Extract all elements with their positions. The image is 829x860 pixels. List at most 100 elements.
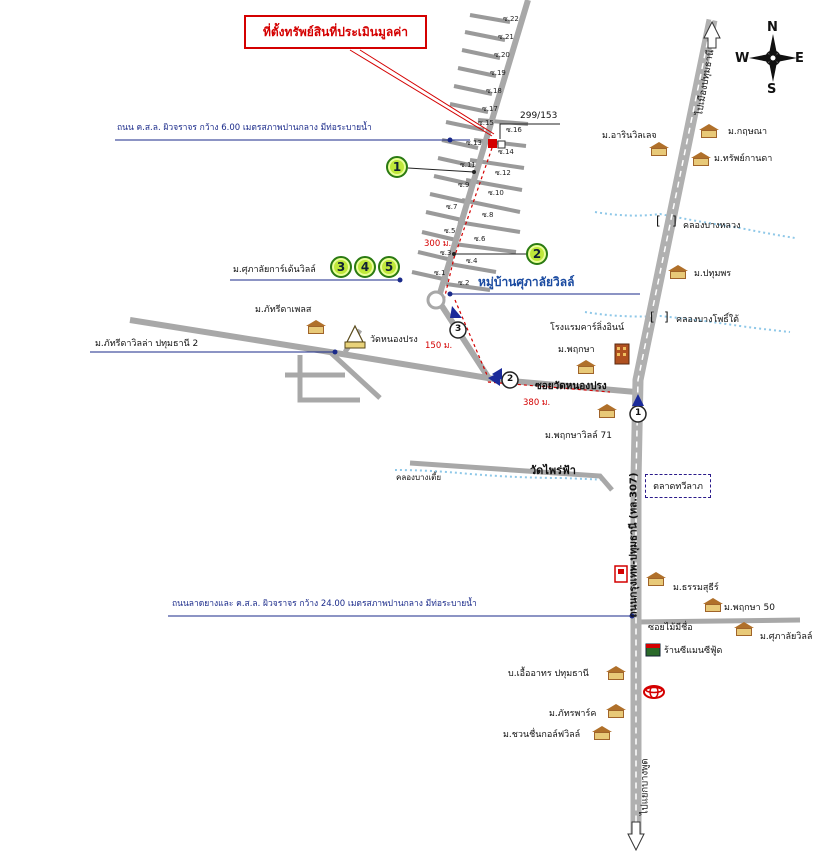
shop-icon (614, 565, 628, 583)
canal-bang-pho-tai-label: คลองบางโพธิ์ใต้ (676, 315, 739, 325)
car-dealer-logo-icon (643, 685, 665, 699)
canal-bang-taey (394, 469, 606, 481)
route-marker-2-label: 2 (507, 374, 514, 384)
distance-150: 150 ม. (425, 341, 453, 351)
soi-label: ซ.20 (494, 51, 510, 59)
marker-5: 5 (378, 256, 400, 278)
soi-label: ซ.18 (486, 87, 502, 95)
bottom-road-label: ถนนลาดยางและ ค.ส.ล. ผิวจราจร กว้าง 24.00… (172, 599, 477, 609)
soi-label: ซ.16 (506, 126, 522, 134)
soi-label: ซ.14 (498, 148, 514, 156)
thammasiri-label: ม.ธรรมสุธีร์ (673, 583, 719, 593)
route-marker-1 (629, 394, 647, 423)
soi-grid (411, 13, 529, 292)
soi-label: ซ.5 (444, 227, 456, 235)
house-icon (667, 265, 689, 279)
house-icon (698, 124, 720, 138)
property-marker (488, 139, 497, 148)
temple-icon (344, 324, 366, 349)
soi-mai-label: ซอยไม้มีชื่อ (648, 623, 693, 633)
pathumporn-label: ม.ปทุมพร (694, 269, 732, 279)
supalai-ville-label: ม.ศุภาลัยวิลล์ (760, 632, 813, 642)
route-marker-1-label: 1 (635, 408, 642, 418)
compass-south: S (767, 82, 777, 97)
canal-bang-pho-tai (584, 311, 791, 333)
house-icon (596, 404, 618, 418)
house-icon (733, 622, 755, 636)
house-icon (645, 572, 667, 586)
soi-label: ซ.4 (466, 257, 478, 265)
bridge-icon: [ (656, 214, 661, 228)
soi-label: ซ.2 (458, 279, 470, 287)
canal-bang-luang (594, 211, 796, 239)
house-icon (575, 360, 597, 374)
chuanchuen-label: ม.ชวนชื่นกอล์ฟวิลล์ (503, 730, 581, 740)
wat-phraipha-label: วัดไพร่ฟ้า (530, 464, 576, 477)
top-road-label: ถนน ค.ส.ล. ผิวจราจร กว้าง 6.00 เมตรสภาพป… (117, 123, 372, 133)
route-dashed (443, 147, 493, 301)
compass-rose-icon (749, 34, 797, 82)
soi-label: ซ.11 (460, 161, 476, 169)
title-pointer (349, 49, 493, 137)
hotel-label: โรงแรมคาร์ลิ่งอินน์ (550, 323, 625, 333)
distance-300: 300 ม. (424, 239, 452, 249)
bridge-icon: ] (664, 310, 669, 324)
soi-label: ซ.9 (458, 181, 470, 189)
pruksa50-label: ม.พฤกษา 50 (724, 603, 775, 613)
pattharee-place-label: ม.ภัทรีดาเพลส (255, 305, 312, 315)
arrow-north-icon (703, 20, 721, 49)
marker-3: 3 (330, 256, 352, 278)
soi-label: ซ.22 (503, 15, 519, 23)
house-icon (702, 598, 724, 612)
house-icon (648, 142, 670, 156)
wat-nongprong-label: วัดหนองปรง (370, 335, 418, 345)
bridge-icon: [ (650, 310, 655, 324)
soi-mai-road (635, 617, 801, 625)
distance-380: 380 ม. (523, 398, 551, 408)
soi-label: ซ.19 (490, 69, 506, 77)
soi-label: ซ.6 (474, 235, 486, 243)
sapkanka-label: ม.ทรัพย์กานดา (714, 154, 773, 164)
property-callout-line (499, 123, 560, 139)
house-icon (591, 726, 613, 740)
market-label: ตลาดทวีลาภ (653, 482, 703, 492)
compass-north: N (767, 20, 778, 35)
soi-label: ซ.12 (495, 169, 511, 177)
marker-2: 2 (526, 243, 548, 265)
soi-label: ซ.13 (466, 139, 482, 147)
market-box: ตลาดทวีลาภ (645, 474, 711, 498)
euaathon-label: บ.เอื้ออาทร ปทุมธานี (508, 669, 589, 679)
to-bangkok-label: ไปแยกบางพูด (639, 758, 651, 816)
soi-label: ซ.21 (498, 33, 514, 41)
pruksa71-label: ม.พฤกษาวิลล์ 71 (545, 431, 613, 441)
canal-bang-luang-label: คลองบางหลวง (683, 221, 741, 231)
roundabout (426, 290, 446, 310)
title-box: ที่ตั้งทรัพย์สินที่ประเมินมูลค่า (244, 15, 427, 49)
main-road-label: ถนนกรุงเทพ-ปทุมธานี (ทล.307) (628, 472, 640, 618)
soi-label: ซ.1 (434, 269, 446, 277)
soi-wat-label: ซอยวัดหนองปรง (535, 381, 607, 392)
village-main-label: หมู่บ้านศุภาลัยวิลล์ (478, 275, 575, 289)
arin-label: ม.อารินวิลเลจ (602, 131, 657, 141)
marker-4: 4 (354, 256, 376, 278)
route-marker-3-label: 3 (455, 324, 462, 334)
canal-bang-taey-label: คลองบางเตี้ย (396, 473, 442, 482)
house-icon (605, 704, 627, 718)
kritsana-label: ม.กฤษณา (728, 127, 768, 137)
soi-label: ซ.3 (440, 249, 452, 257)
wat-phraipha-road (409, 460, 614, 492)
pattharee-streets (285, 328, 382, 403)
seamans-label: ร้านซีแมนซีฟู้ด (664, 646, 723, 656)
supalai-center-label: ม.ศุภาลัยการ์เด้นวิลล์ (233, 265, 316, 275)
route-marker-3 (449, 306, 467, 339)
arrow-south-icon (627, 821, 645, 852)
pruksa-label: ม.พฤกษา (558, 345, 595, 355)
soi-label: ซ.7 (446, 203, 458, 211)
soi-label: ซ.8 (482, 211, 494, 219)
hotel-icon (614, 343, 630, 365)
soi-label: ซ.15 (478, 119, 494, 127)
pattharee-villa-label: ม.ภัทรีดาวิลล่า ปทุมธานี 2 (95, 339, 199, 349)
soi-wat-nongprong-road (129, 317, 637, 395)
route-marker-2 (488, 368, 519, 389)
